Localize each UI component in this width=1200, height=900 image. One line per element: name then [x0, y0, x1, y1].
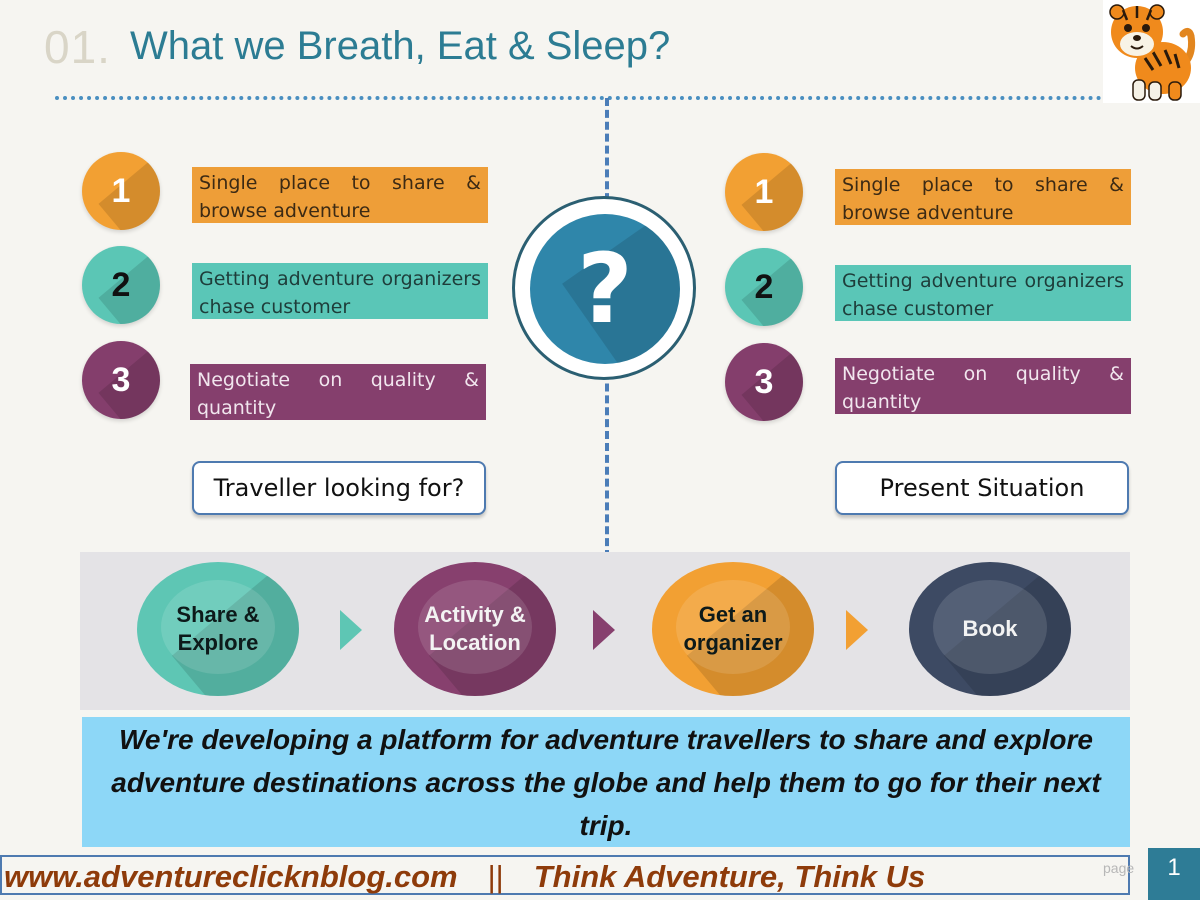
- left-step-3-number: 3: [111, 361, 131, 399]
- question-mark-icon: ?: [530, 214, 680, 364]
- left-step-3-circle: 3: [82, 341, 160, 419]
- page-word: page: [1103, 860, 1135, 876]
- website-link[interactable]: www.adventureclicknblog.com: [4, 859, 458, 894]
- question-mark-glyph: ?: [577, 233, 633, 345]
- mission-banner: [82, 717, 1130, 847]
- right-step-2-number: 2: [754, 268, 774, 306]
- left-step-1-circle: 1: [82, 152, 160, 230]
- page-number: 1: [1148, 848, 1200, 900]
- process-step-share-explore: Share & Explore: [137, 562, 299, 696]
- left-step-2-text: Getting adventure organizers chase custo…: [192, 263, 488, 319]
- left-step-1-text: Single place to share & browse adventure: [192, 167, 488, 223]
- arrow-right-icon: [593, 610, 615, 650]
- tiger-logo: [1103, 0, 1200, 103]
- process-step-activity-location: Activity & Location: [394, 562, 556, 696]
- footer: www.adventureclicknblog.com || Think Adven…: [4, 856, 925, 896]
- process-step-label: Book: [962, 616, 1018, 641]
- present-situation-label: Present Situation: [835, 461, 1129, 515]
- tagline: Think Adventure, Think Us: [533, 859, 926, 894]
- right-step-2-text: Getting adventure organizers chase custo…: [835, 265, 1131, 321]
- tiger-mascot-icon: [1109, 4, 1196, 101]
- process-step-label: Share & Explore: [176, 602, 260, 655]
- arrow-right-icon: [340, 610, 362, 650]
- right-step-3-circle: 3: [725, 343, 803, 421]
- arrow-right-icon: [846, 610, 868, 650]
- footer-separator: ||: [487, 859, 504, 894]
- right-step-3-text: Negotiate on quality & quantity: [835, 358, 1131, 414]
- mission-statement: We're developing a platform for adventur…: [111, 724, 1101, 841]
- header-dotted-rule: [55, 96, 1150, 100]
- process-step-get-organizer: Get an organizer: [652, 562, 814, 696]
- traveller-looking-for-label: Traveller looking for?: [192, 461, 486, 515]
- right-step-3-number: 3: [754, 363, 774, 401]
- right-step-2-circle: 2: [725, 248, 803, 326]
- footer-bar: [0, 855, 1130, 895]
- left-step-1-number: 1: [111, 172, 131, 210]
- right-step-1-number: 1: [754, 173, 774, 211]
- process-step-label: Get an organizer: [683, 602, 783, 655]
- page-title: What we Breath, Eat & Sleep?: [130, 24, 671, 68]
- left-step-2-number: 2: [111, 266, 131, 304]
- process-step-label: Activity & Location: [424, 602, 526, 655]
- right-step-1-text: Single place to share & browse adventure: [835, 169, 1131, 225]
- left-step-2-circle: 2: [82, 246, 160, 324]
- process-step-book: Book: [909, 562, 1071, 696]
- left-step-3-text: Negotiate on quality & quantity: [190, 364, 486, 420]
- title-number: 01.: [44, 21, 111, 73]
- right-step-1-circle: 1: [725, 153, 803, 231]
